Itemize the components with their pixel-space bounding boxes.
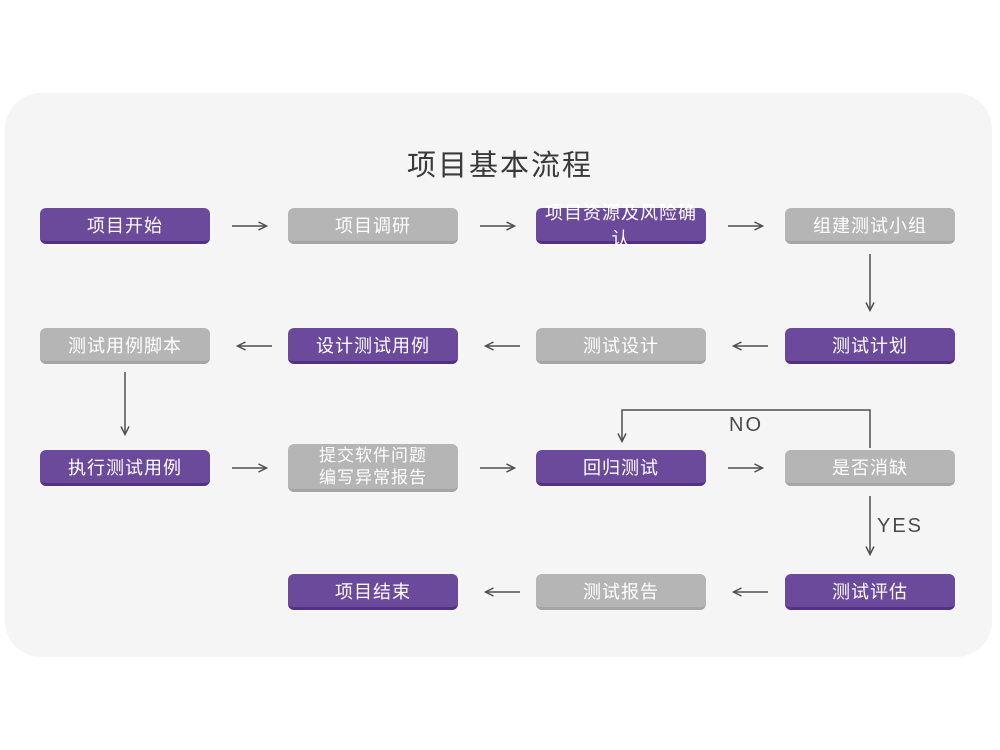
- page-title: 项目基本流程: [406, 150, 593, 182]
- node-design-test-case: 设计测试用例: [288, 328, 458, 364]
- node-test-report: 测试报告: [536, 574, 706, 610]
- node-project-end: 项目结束: [288, 574, 458, 610]
- no-branch-label: NO: [729, 414, 763, 436]
- node-build-test-team: 组建测试小组: [785, 208, 955, 244]
- yes-branch-label: YES: [877, 515, 924, 537]
- node-test-design: 测试设计: [536, 328, 706, 364]
- node-execute-test-case: 执行测试用例: [40, 450, 210, 486]
- node-project-research: 项目调研: [288, 208, 458, 244]
- flowchart-card: [5, 93, 992, 657]
- node-defect-cleared-decision: 是否消缺: [785, 450, 955, 486]
- node-regression-test: 回归测试: [536, 450, 706, 486]
- arrow-no-loop: [617, 409, 871, 448]
- node-resource-risk-confirm: 项目资源及风险确认: [536, 203, 706, 249]
- node-project-start: 项目开始: [40, 208, 210, 244]
- node-submit-issue-report: 提交软件问题 编写异常报告: [288, 444, 458, 492]
- node-test-evaluation: 测试评估: [785, 574, 955, 610]
- node-test-plan: 测试计划: [785, 328, 955, 364]
- node-test-case-script: 测试用例脚本: [40, 328, 210, 364]
